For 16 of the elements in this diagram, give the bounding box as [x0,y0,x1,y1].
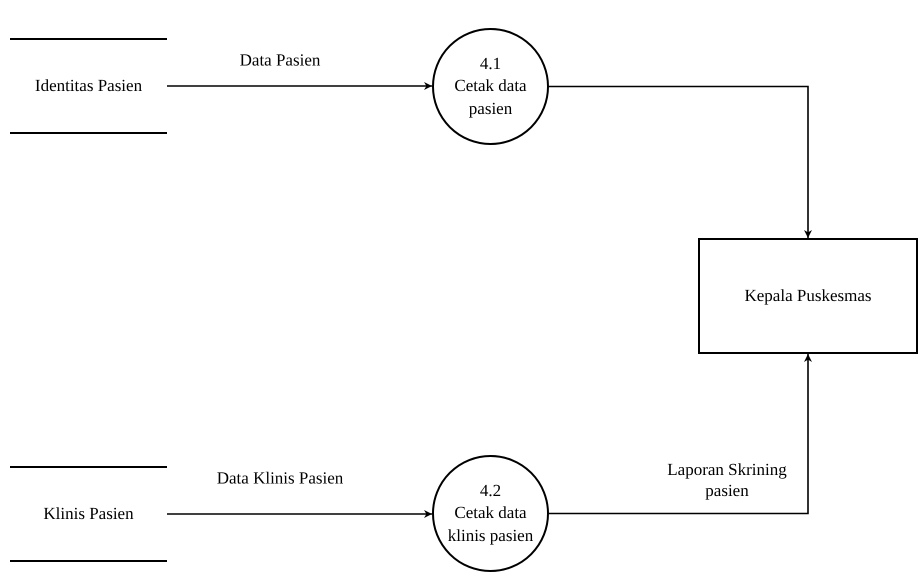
node-label: Identitas Pasien [34,74,142,97]
data-store [10,38,167,134]
arrow [549,86,812,238]
node-label: 4.2 [480,480,502,502]
node-label: Klinis Pasien [43,502,134,525]
arrow [167,82,432,90]
node-label: 4.1 [480,53,502,76]
data-store [10,466,167,562]
node-label: Kepala Puskesmas [744,284,872,307]
entity-box [698,238,918,354]
arrow [549,354,812,514]
node-label: Cetak data pasien [453,75,528,120]
process-circle [432,28,549,145]
arrow [167,510,432,518]
node-label: Cetak data klinis pasien [446,502,534,547]
process-circle [432,455,549,572]
